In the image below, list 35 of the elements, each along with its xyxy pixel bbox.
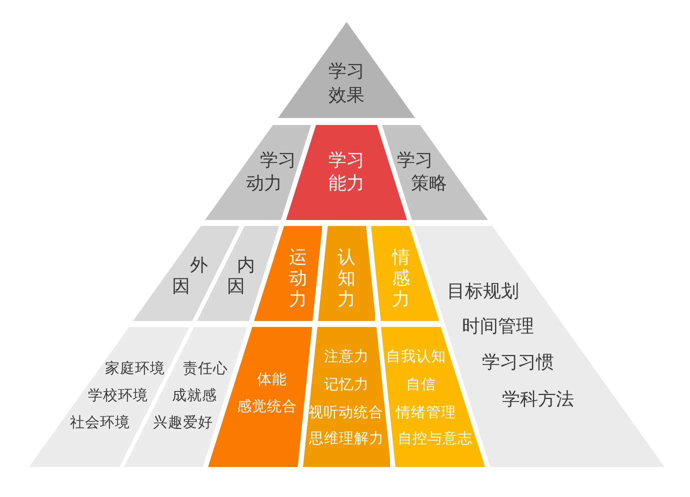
- item-label: 时间管理: [462, 316, 534, 338]
- item-label: 兴趣爱好: [153, 414, 213, 432]
- tier-label: 外因: [172, 254, 209, 296]
- tier-label: 认知力: [336, 246, 356, 310]
- trapezoid-segment: [370, 226, 439, 321]
- item-label: 社会环境: [70, 414, 130, 432]
- item-label: 情绪管理: [396, 404, 456, 422]
- item-label: 学科方法: [502, 389, 574, 411]
- tier-label: 学习策略: [397, 148, 448, 194]
- item-label: 家庭环境: [105, 360, 165, 378]
- trapezoid-segment: [382, 125, 488, 220]
- tier-label: 学习效果: [327, 60, 366, 108]
- trapezoid-segment: [254, 226, 322, 321]
- item-label: 学校环境: [88, 387, 148, 405]
- item-label: 思维理解力: [308, 430, 384, 448]
- tier-label: 学习动力: [246, 148, 297, 194]
- tier-label: 运动力: [288, 246, 308, 310]
- item-label: 自信: [406, 376, 436, 394]
- item-label: 体能: [256, 371, 287, 389]
- triangle-segment: [278, 22, 416, 118]
- tier-label: 学习能力: [327, 148, 366, 194]
- item-label: 感觉统合: [236, 398, 297, 416]
- item-label: 视听动统合: [308, 404, 384, 422]
- item-label: 成就感: [172, 387, 217, 405]
- item-label: 目标规划: [446, 281, 519, 303]
- tier-label: 内因: [227, 254, 256, 296]
- item-label: 自控与意志: [397, 430, 472, 448]
- item-label: 自我认知: [386, 348, 446, 366]
- trapezoid-segment: [205, 125, 311, 220]
- item-label: 记忆力: [324, 376, 369, 394]
- item-label: 责任心: [183, 360, 228, 378]
- trapezoid-segment: [318, 226, 376, 321]
- tier-label: 情感力: [391, 246, 410, 310]
- item-label: 注意力: [324, 348, 369, 366]
- item-label: 学习习惯: [482, 352, 554, 374]
